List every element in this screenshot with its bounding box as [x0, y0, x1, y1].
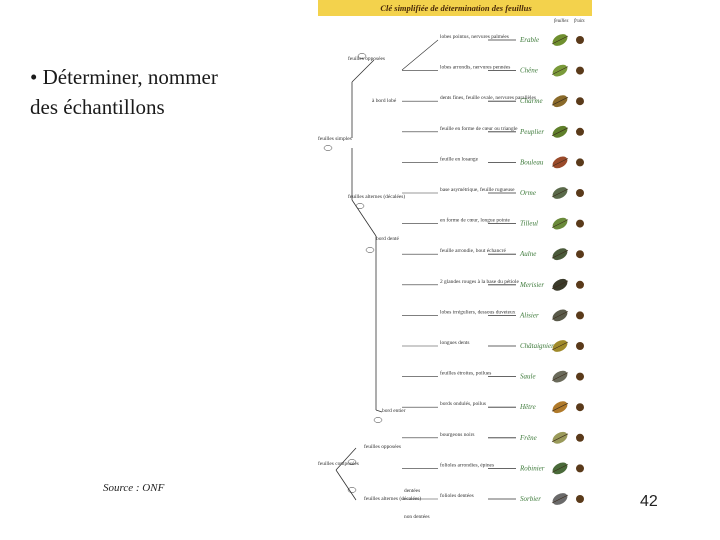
tree-name-label: Merisier — [519, 281, 544, 289]
tree-fruit-icon — [576, 311, 584, 319]
key-tree-rows: lobes pointus, nervures palmées Erable lob… — [440, 32, 584, 508]
tree-name-label: Bouleau — [520, 158, 544, 166]
key-description: en forme de cœur, longue pointe — [440, 217, 510, 224]
tree-fruit-icon — [576, 281, 584, 289]
key-branch-path — [336, 60, 382, 500]
tree-fruit-icon — [576, 36, 584, 44]
key-description: 2 glandes rouges à la base du pétiole — [440, 279, 519, 285]
key-description: base asymétrique, feuille rugueuse — [440, 186, 515, 193]
key-node-label: feuilles opposées — [364, 443, 401, 450]
key-description: folioles dentées — [440, 492, 474, 499]
key-node-label: bord denté — [376, 236, 400, 242]
tree-fruit-icon — [576, 403, 584, 411]
tree-name-label: Aulne — [519, 250, 536, 258]
tree-fruit-icon — [576, 97, 584, 105]
tree-name-label: Charme — [520, 97, 543, 105]
tree-fruit-icon — [576, 373, 584, 381]
key-description: feuille en losange — [440, 155, 479, 162]
node-leaf-sketch — [356, 204, 364, 209]
tree-name-label: Hêtre — [519, 403, 536, 411]
tree-name-label: Sorbier — [520, 495, 541, 503]
bullet-text-line2: des échantillons — [30, 95, 165, 119]
bullet-marker: • — [30, 65, 37, 89]
fruit-column-header: fruits — [574, 19, 585, 24]
key-node-label: non dentées — [404, 514, 430, 520]
key-branches — [336, 40, 438, 500]
node-leaf-sketch — [374, 418, 382, 423]
source-caption: Source : ONF — [103, 482, 164, 494]
key-description: lobes irréguliers, dessous duveteux — [440, 309, 516, 315]
key-node-label: feuilles alternes (décalées) — [348, 193, 405, 200]
key-node-label: feuilles opposées — [348, 55, 385, 62]
key-node-labels: feuilles opposées feuilles simples feuille… — [318, 54, 430, 521]
tree-name-label: Peuplier — [519, 128, 544, 136]
key-node-label: feuilles composées — [318, 460, 359, 467]
tree-name-label: Orme — [520, 189, 536, 197]
tree-fruit-icon — [576, 250, 584, 258]
tree-fruit-icon — [576, 464, 584, 472]
tree-name-label: Châtaignier — [520, 342, 554, 350]
tree-name-label: Erable — [519, 36, 539, 44]
key-description: feuilles étroites, poilues — [440, 370, 491, 377]
tree-name-label: Saule — [520, 373, 536, 381]
key-node-label: bord entier — [382, 408, 406, 414]
bullet-point: • Déterminer, nommer des échantillons — [30, 62, 290, 122]
key-description: folioles arrondies, épines — [440, 461, 494, 468]
key-node-label: dentées — [404, 488, 420, 494]
tree-name-label: Frêne — [519, 434, 537, 442]
key-description: longues dents — [440, 340, 470, 346]
tree-name-label: Tilleul — [520, 220, 538, 228]
key-description: feuille en forme de cœur ou triangle — [440, 125, 518, 132]
key-description: lobes pointus, nervures palmées — [440, 34, 509, 40]
node-leaf-sketch — [324, 146, 332, 151]
leaf-column-header: feuilles — [554, 19, 568, 24]
key-description: feuille arrondie, bout échancré — [440, 247, 506, 254]
tree-fruit-icon — [576, 189, 584, 197]
tree-fruit-icon — [576, 67, 584, 75]
key-description: bourgeons noirs — [440, 432, 475, 438]
tree-fruit-icon — [576, 495, 584, 503]
page-number: 42 — [640, 493, 658, 511]
key-node-label: à bord lobé — [372, 98, 397, 104]
tree-fruit-icon — [576, 128, 584, 136]
key-node-label: feuilles simples — [318, 135, 352, 142]
tree-name-label: Chêne — [520, 67, 538, 75]
identification-key-diagram: Clé simplifiée de détermination des feui… — [316, 0, 596, 540]
key-title: Clé simplifiée de détermination des feui… — [380, 3, 532, 13]
identification-key-figure: Clé simplifiée de détermination des feui… — [316, 0, 596, 540]
tree-name-label: Robinier — [519, 464, 545, 472]
key-description: lobes arrondis, nervures pennées — [440, 65, 510, 71]
tree-fruit-icon — [576, 158, 584, 166]
bullet-text-line1: Déterminer, nommer — [43, 65, 218, 89]
tree-fruit-icon — [576, 434, 584, 442]
tree-name-label: Alisier — [519, 311, 539, 319]
key-description: bords ondulés, poilus — [440, 401, 486, 407]
key-connector-line — [402, 40, 438, 70]
tree-fruit-icon — [576, 220, 584, 228]
node-leaf-sketch — [366, 248, 374, 253]
key-node-label: feuilles alternes (décalées) — [364, 495, 421, 502]
tree-fruit-icon — [576, 342, 584, 350]
